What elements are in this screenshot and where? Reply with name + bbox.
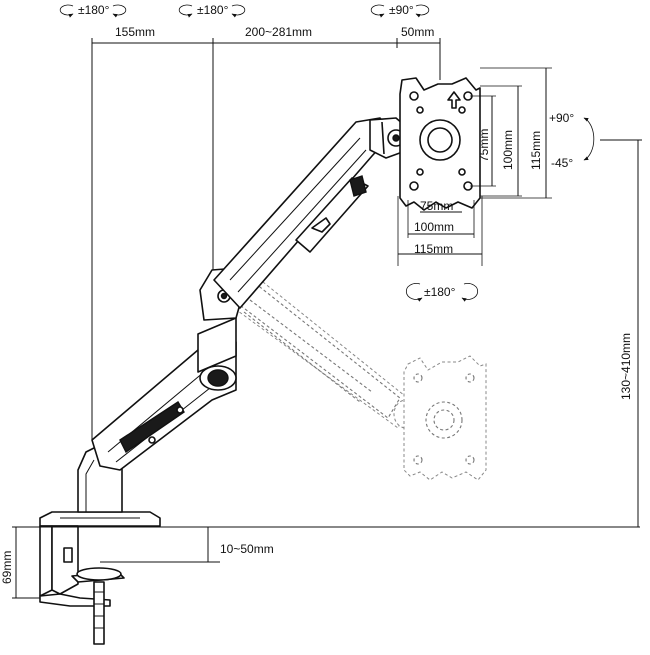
vesa-rotation-icon	[405, 283, 479, 302]
vesa-horizontal-dimensions	[397, 196, 483, 266]
tilt-up-label: +90°	[549, 111, 574, 125]
vesa-rotation-label: ±180°	[424, 285, 456, 299]
head-tilt-rotation-label: ±90°	[389, 3, 414, 17]
upper-arm-length-label: 200~281mm	[245, 25, 312, 39]
elbow-pivot-rotation-label: ±180°	[197, 3, 229, 17]
vesa-100-vertical-label: 100mm	[501, 130, 515, 170]
vesa-75-vertical-label: 75mm	[477, 129, 491, 162]
lowered-arm-ghost	[211, 261, 487, 481]
clamp-range-label: 10~50mm	[220, 542, 274, 556]
elbow-pivot-rotation-icon	[178, 4, 246, 18]
base-pivot-rotation-label: ±180°	[78, 3, 110, 17]
base-pivot-rotation-icon	[59, 4, 127, 18]
vesa-plate	[399, 77, 481, 211]
vesa-100-horizontal-label: 100mm	[414, 220, 454, 234]
vesa-115-vertical-label: 115mm	[529, 131, 543, 170]
height-range-label: 130~410mm	[619, 333, 633, 400]
top-dimension-line	[91, 38, 441, 48]
clamp-height-label: 69mm	[0, 551, 14, 584]
head-tilt-rotation-icon	[370, 4, 430, 18]
vesa-115-horizontal-label: 115mm	[414, 242, 453, 256]
desk-clamp	[39, 511, 161, 645]
vesa-vertical-dimensions	[470, 67, 552, 199]
lower-arm	[91, 317, 237, 471]
lower-arm-length-label: 155mm	[115, 25, 155, 39]
head-offset-label: 50mm	[401, 25, 434, 39]
clamp-height-dimension	[12, 527, 40, 599]
tilt-arc-icon	[583, 117, 595, 161]
upper-arm	[213, 117, 393, 309]
height-range-dimension	[600, 139, 642, 527]
vesa-75-horizontal-label: 75mm	[420, 199, 453, 213]
tilt-down-label: -45°	[551, 156, 573, 170]
